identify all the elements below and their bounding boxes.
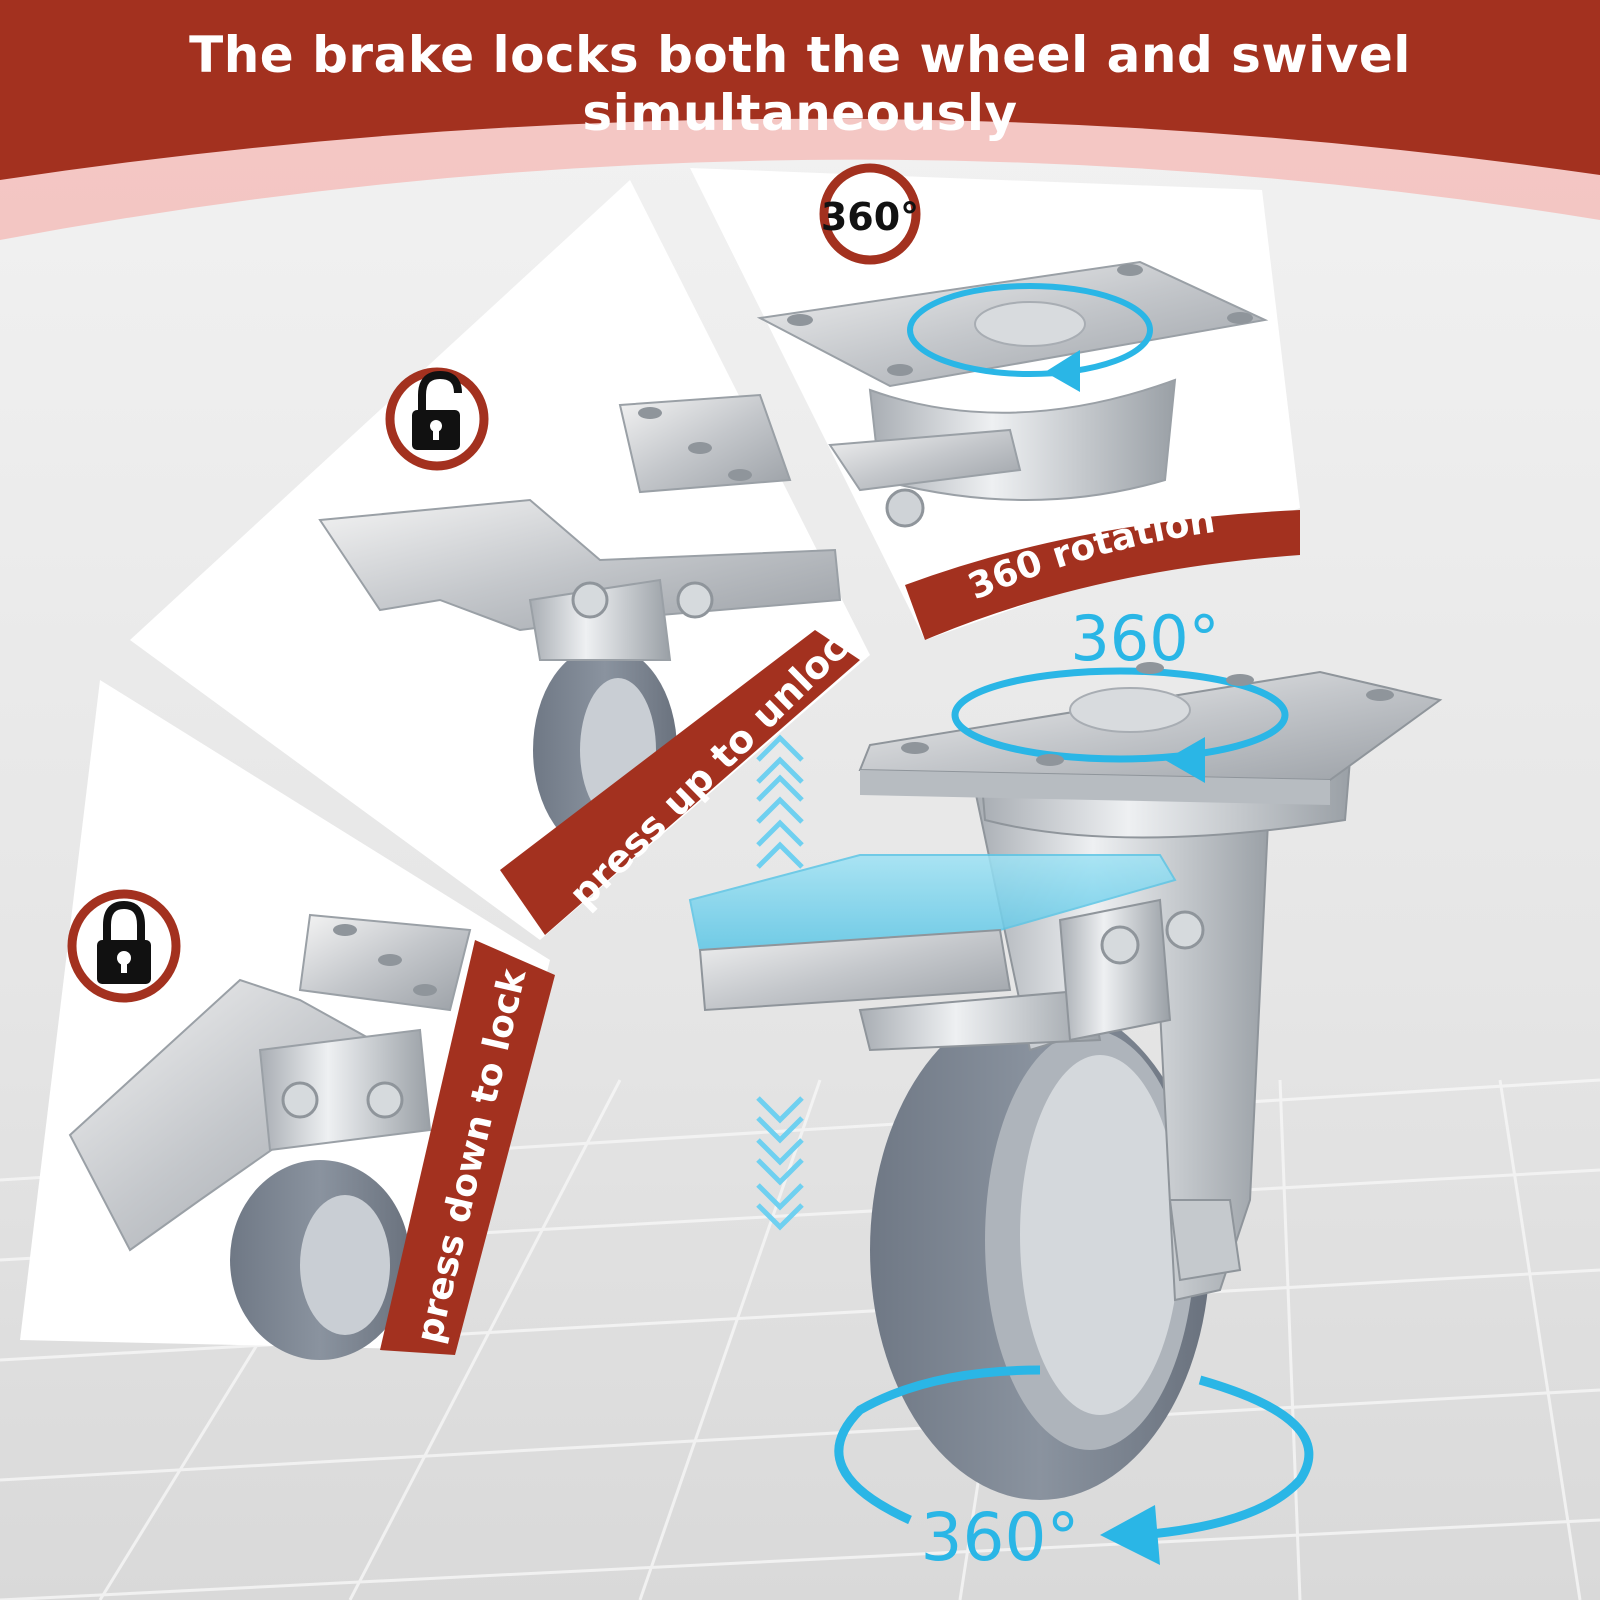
rotation-badge-icon (819, 163, 921, 265)
bottom-rotation-label: 360° (921, 1499, 1080, 1576)
rotation-ribbon (905, 510, 1300, 640)
rotation-panel: 360° 360 rotation (690, 163, 1300, 640)
up-arrows-icon (756, 734, 804, 869)
down-arrows-icon (756, 1096, 804, 1231)
unlock-ribbon (500, 630, 860, 935)
title-banner (0, 0, 1600, 180)
locked-padlock-icon (97, 900, 151, 984)
lock-ribbon (380, 940, 555, 1355)
unlocked-padlock-icon (412, 370, 462, 450)
rotation-badge-text: 360° (821, 195, 919, 239)
lock-panel: press down to lock (20, 680, 555, 1360)
main-caster: 360° 360° (688, 602, 1443, 1576)
top-rotation-label: 360° (1070, 602, 1219, 675)
banner-title: The brake locks both the wheel and swive… (189, 26, 1411, 142)
bottom-rotation-arrow-icon (834, 1365, 1314, 1565)
